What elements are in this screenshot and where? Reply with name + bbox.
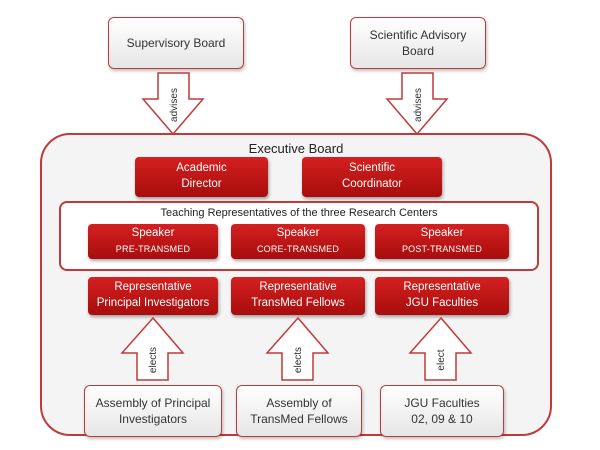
supervisory-board-label: Supervisory Board	[126, 35, 226, 50]
elect-right-label: elect	[436, 349, 447, 370]
elects-middle-label: elects	[293, 347, 304, 373]
advises-left-arrow: advises	[141, 72, 205, 136]
advises-left-label: advises	[169, 88, 180, 122]
scientific-advisory-board-label: Scientific Advisory Board	[369, 27, 467, 58]
representative-fellows-box: Representative TransMed Fellows	[231, 277, 365, 315]
speaker-post-transmed-box: Speaker Post-TransMed	[375, 224, 509, 259]
elect-right-arrow: elect	[408, 316, 473, 381]
academic-director-box: Academic Director	[135, 157, 268, 197]
assembly-principal-investigators-box: Assembly of Principal Investigators	[84, 385, 222, 437]
representative-jgu-box: Representative JGU Faculties	[375, 277, 509, 315]
jgu-faculties-box: JGU Faculties 02, 09 & 10	[380, 385, 504, 437]
speaker-pre-transmed-box: Speaker Pre-TransMed	[88, 224, 218, 259]
scientific-advisory-board-box: Scientific Advisory Board	[350, 17, 486, 69]
elects-left-arrow: elects	[120, 316, 185, 381]
teaching-representatives-title: Teaching Representatives of the three Re…	[160, 207, 438, 219]
executive-board-title: Executive Board	[248, 141, 344, 156]
speaker-core-transmed-box: Speaker Core-TransMed	[231, 224, 365, 259]
supervisory-board-box: Supervisory Board	[108, 17, 244, 69]
advises-right-label: advises	[413, 88, 424, 122]
elects-left-label: elects	[148, 347, 159, 373]
elects-middle-arrow: elects	[265, 316, 330, 381]
scientific-coordinator-box: Scientific Coordinator	[302, 157, 442, 197]
assembly-transmed-fellows-box: Assembly of TransMed Fellows	[236, 385, 362, 437]
representative-pi-box: Representative Principal Investigators	[88, 277, 218, 315]
advises-right-arrow: advises	[385, 72, 449, 136]
